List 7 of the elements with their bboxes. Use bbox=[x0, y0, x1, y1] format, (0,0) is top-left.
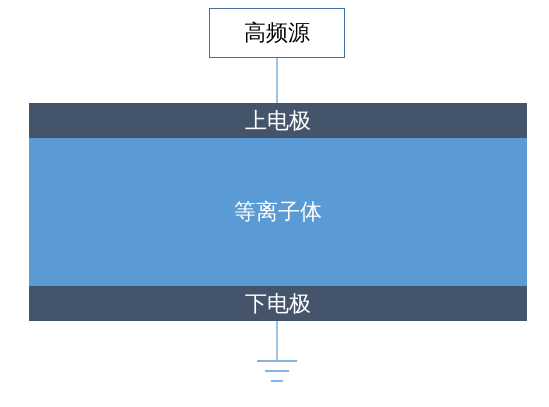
source-box: 高频源 bbox=[209, 8, 345, 58]
connector-line bbox=[276, 58, 278, 103]
electrode-band: 下电极 bbox=[29, 286, 527, 321]
ground-symbol bbox=[257, 360, 297, 382]
electrode-band: 上电极 bbox=[29, 103, 527, 138]
connector-line bbox=[276, 321, 278, 360]
plasma-region: 等离子体 bbox=[29, 138, 527, 286]
